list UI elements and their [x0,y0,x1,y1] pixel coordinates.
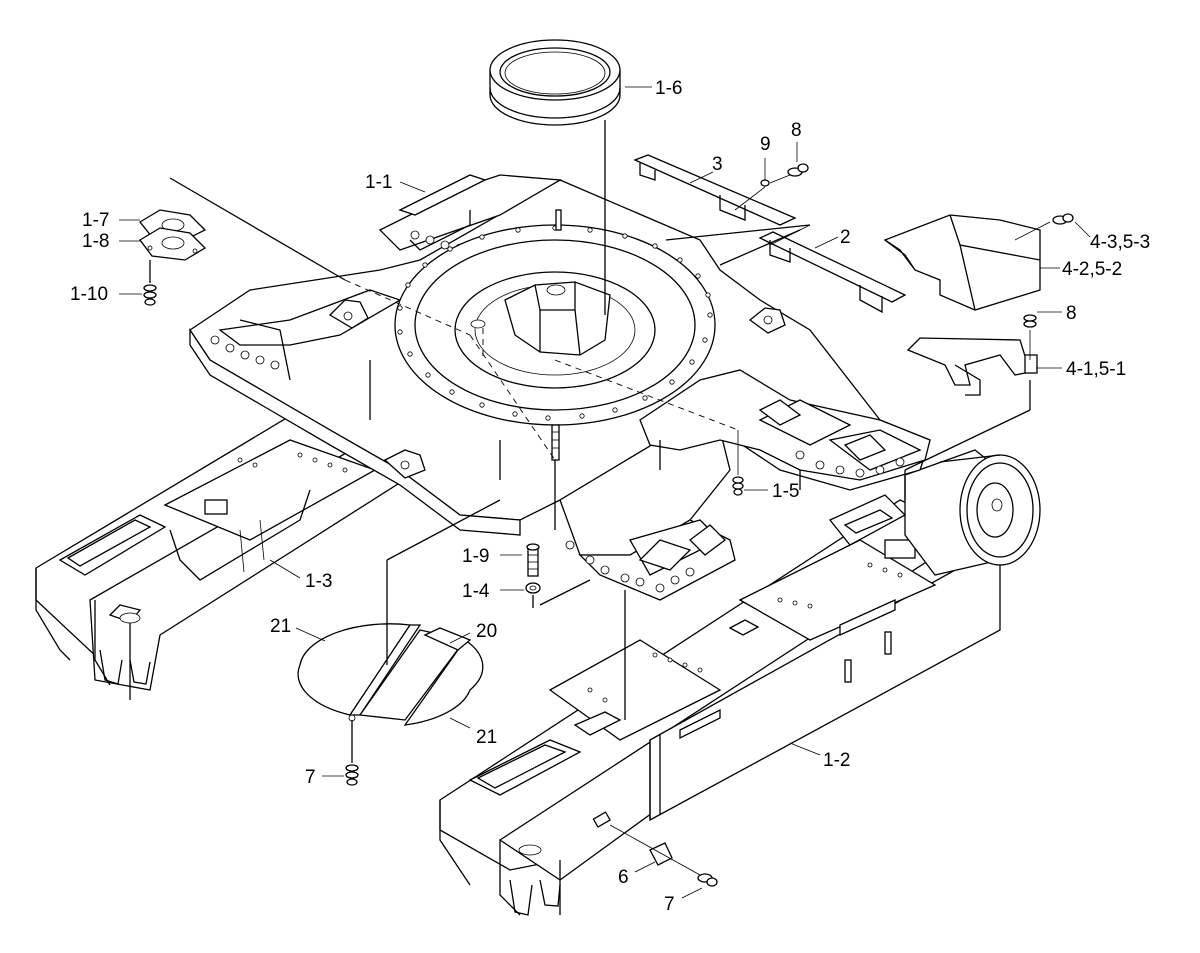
label-1-4: 1-4 [462,581,490,602]
left-side-frame [35,409,422,700]
label-4-3-5-3: 4-3,5-3 [1090,232,1150,253]
under-cover-plates-20-21 [297,623,484,786]
swing-circle-bolt-holes [397,225,713,421]
label-6: 6 [618,867,629,888]
label-7-left: 7 [305,767,316,788]
label-2: 2 [840,227,851,248]
seal-ring [489,39,621,315]
assembly-lines [169,177,1031,720]
label-8-top: 8 [791,120,802,141]
label-4-1-5-1: 4-1,5-1 [1066,359,1126,380]
center-turret [504,281,611,356]
cover-4-2-5-2 [883,213,1074,311]
label-1-7: 1-7 [82,210,109,231]
label-1-6: 1-6 [655,78,682,99]
right-side-frame [439,449,1041,916]
label-20: 20 [476,621,497,642]
label-21-bottom: 21 [476,727,497,748]
label-21-top: 21 [270,616,291,637]
callout-labels: 1-6 1-1 3 9 8 2 1-7 1-8 1-10 4-3,5-3 4-2… [70,78,1150,915]
label-8-right: 8 [1066,303,1077,324]
drive-housing [904,449,1041,576]
cover-plates-2-3 [633,154,907,314]
label-1-9: 1-9 [462,546,489,567]
left-frame-holes [237,452,348,473]
bolt-8-washer-9 [734,163,809,211]
flange-parts-1-7-1-8-1-10 [139,209,207,306]
callout-leaders [119,86,1091,899]
label-1-1: 1-1 [365,172,392,193]
label-9: 9 [760,134,771,155]
label-7-bottom: 7 [664,894,675,915]
right-frame-holes [587,562,903,703]
center-frame-holes [210,230,905,593]
label-3: 3 [712,154,723,175]
label-1-3: 1-3 [305,571,332,592]
label-1-10: 1-10 [70,284,108,305]
label-1-2: 1-2 [823,750,850,771]
label-4-2-5-2: 4-2,5-2 [1062,259,1122,280]
label-1-8: 1-8 [82,231,109,252]
center-frame [189,174,931,601]
bracket-4-1-5-1 [906,314,1038,396]
small-hardware [525,430,744,887]
label-1-5: 1-5 [772,481,799,502]
